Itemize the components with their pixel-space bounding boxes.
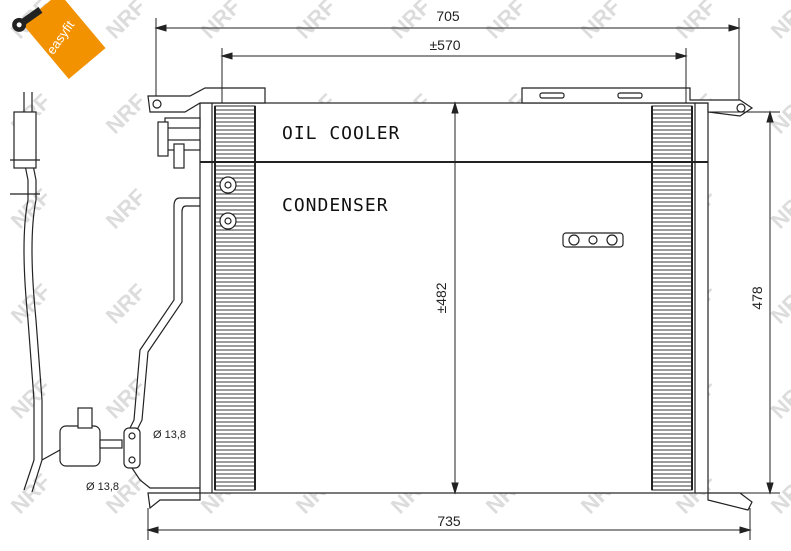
watermark-text: NRF bbox=[576, 0, 626, 44]
dim-pipe-diameter-1: Ø 13,8 bbox=[153, 429, 186, 441]
watermark-text: NRF bbox=[101, 184, 151, 234]
watermark-text: NRF bbox=[766, 0, 791, 44]
wrench-icon bbox=[12, 7, 43, 32]
watermark-text: NRF bbox=[101, 374, 151, 424]
dim-pipe-diameter-2: Ø 13,8 bbox=[86, 481, 119, 493]
condenser-label: CONDENSER bbox=[282, 195, 389, 216]
fin-block-left bbox=[214, 105, 256, 491]
condenser-ports bbox=[219, 176, 624, 248]
watermark-text: NRF bbox=[101, 469, 151, 519]
watermark-text: NRF bbox=[481, 0, 531, 44]
watermark-text: NRF bbox=[6, 469, 56, 519]
watermark-text: NRF bbox=[101, 279, 151, 329]
watermark-text: NRF bbox=[101, 89, 151, 139]
mounting-brackets bbox=[147, 87, 754, 511]
radiator-core bbox=[199, 102, 709, 494]
oil-cooler-label: OIL COOLER bbox=[282, 123, 400, 144]
watermark-text: NRF bbox=[101, 0, 151, 44]
easyfit-badge: easyfit bbox=[12, 0, 106, 80]
watermark-text: NRF bbox=[386, 0, 436, 44]
fin-block-right bbox=[651, 105, 693, 491]
dimension-lines bbox=[146, 18, 780, 540]
dim-core-height: ±482 bbox=[433, 282, 449, 313]
watermark-text: NRF bbox=[671, 0, 721, 44]
watermark-text: NRF bbox=[291, 0, 341, 44]
watermark-text: NRF bbox=[196, 0, 246, 44]
watermark-text: NRF bbox=[6, 279, 56, 329]
dim-inner-width: ±570 bbox=[429, 37, 460, 53]
dim-top-width: 705 bbox=[436, 8, 460, 24]
watermark-text: NRF bbox=[6, 184, 56, 234]
dim-total-height: 478 bbox=[749, 286, 765, 310]
ac-pipe bbox=[123, 197, 200, 489]
side-pipe-view bbox=[10, 92, 123, 493]
watermark-text: NRF bbox=[6, 374, 56, 424]
oil-cooler-fittings bbox=[157, 117, 201, 169]
dim-bottom-width: 735 bbox=[437, 513, 461, 529]
